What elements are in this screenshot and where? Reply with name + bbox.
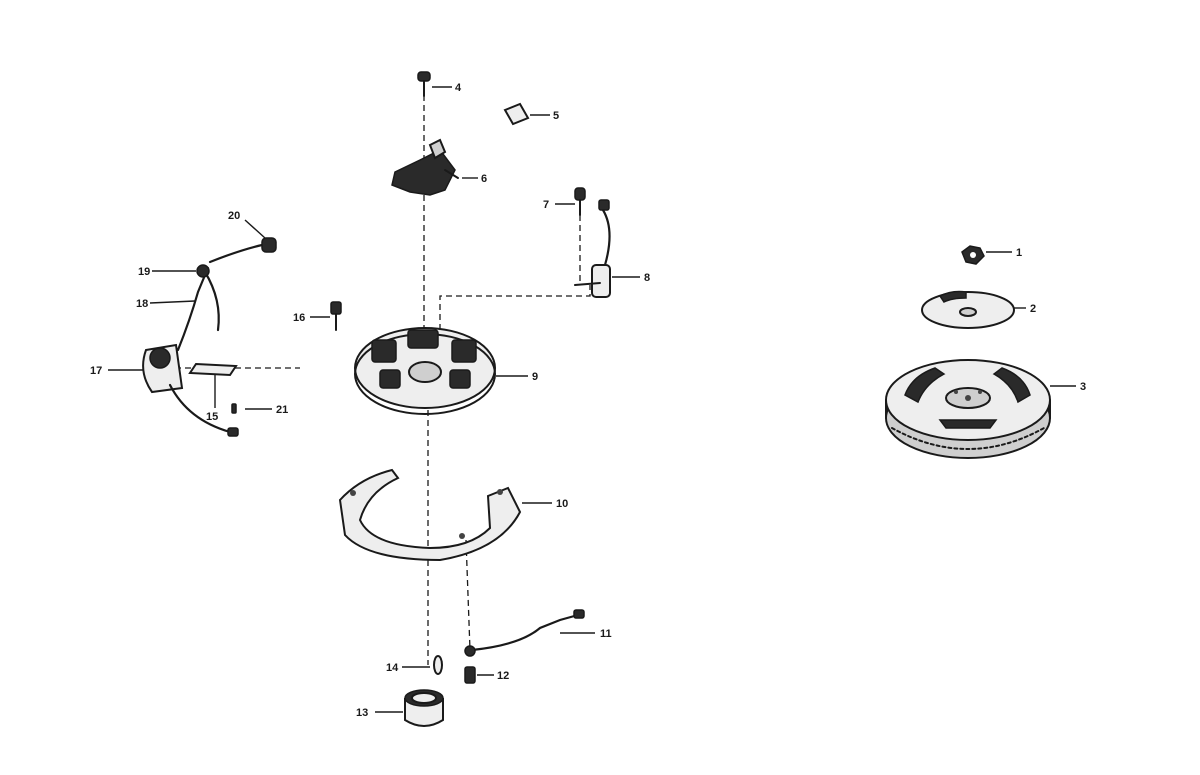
part-16-screw: 16 (293, 301, 342, 331)
callout-6: 6 (481, 173, 487, 185)
callout-1: 1 (1016, 247, 1022, 259)
callout-17: 17 (90, 365, 102, 377)
callout-15: 15 (206, 411, 218, 423)
part-3-flywheel: 3 (885, 359, 1086, 459)
part-12-nut: 12 (464, 666, 509, 684)
part-21-pin: 21 (231, 403, 288, 416)
part-4-screw: 4 (417, 71, 462, 97)
part-6-breaker-points: 6 (391, 138, 487, 196)
callout-11: 11 (600, 628, 612, 640)
part-10-bracket: 10 (338, 468, 568, 562)
part-1-nut: 1 (961, 245, 1022, 265)
callout-16: 16 (293, 312, 305, 324)
part-20-boot: 20 (208, 210, 277, 264)
part-13-sleeve: 13 (356, 689, 444, 727)
callout-8: 8 (644, 272, 650, 284)
callout-20: 20 (228, 210, 240, 222)
part-9-stator-plate: 9 (354, 327, 538, 415)
callout-21: 21 (276, 404, 288, 416)
callout-5: 5 (553, 110, 559, 122)
part-19-clip: 19 (138, 264, 210, 278)
callout-4: 4 (455, 82, 462, 94)
callout-2: 2 (1030, 303, 1036, 315)
part-18-lead: 18 (136, 266, 239, 437)
part-11-wire: 11 (464, 609, 612, 657)
callout-10: 10 (556, 498, 568, 510)
callout-9: 9 (532, 371, 538, 383)
bracket-axis (465, 539, 471, 651)
callout-12: 12 (497, 670, 509, 682)
callout-14: 14 (386, 662, 399, 674)
part-8-condenser: 8 (574, 199, 650, 298)
callout-7: 7 (543, 199, 549, 211)
part-2-washer: 2 (921, 290, 1036, 329)
part-14-key: 14 (386, 655, 443, 675)
callout-3: 3 (1080, 381, 1086, 393)
callout-19: 19 (138, 266, 150, 278)
part-7-screw: 7 (543, 187, 586, 216)
callout-13: 13 (356, 707, 368, 719)
part-15-strip: 15 (188, 362, 238, 423)
part-5-pad: 5 (503, 102, 559, 126)
condenser-link-line (439, 285, 591, 340)
callout-18: 18 (136, 298, 148, 310)
part-17-ignition-coil: 17 (90, 343, 184, 394)
